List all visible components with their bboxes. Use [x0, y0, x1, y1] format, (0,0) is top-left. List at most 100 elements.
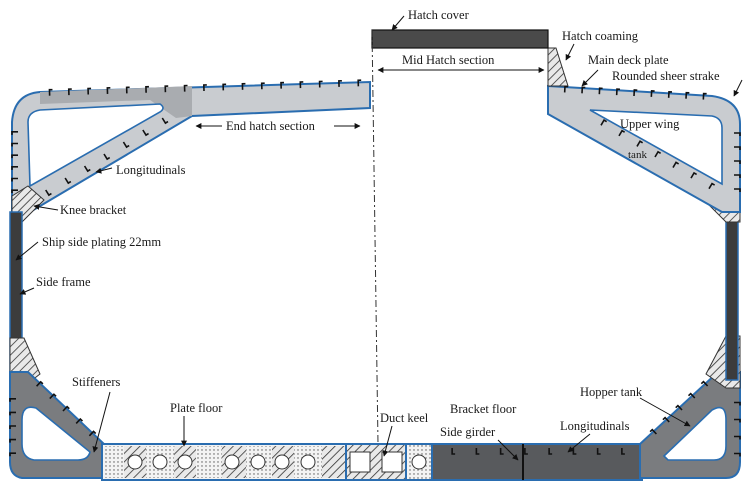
- longitudinal-tick: [734, 146, 741, 150]
- duct-keel-pointer: [382, 425, 393, 457]
- longitudinal-tick: [161, 117, 169, 125]
- side-frame-pointer: [19, 287, 35, 295]
- longitudinal-tick: [9, 411, 16, 416]
- longitudinal-tick: [475, 448, 480, 455]
- right-upper-wing-cutout: [589, 109, 723, 186]
- longitudinal-tick: [708, 182, 716, 190]
- label-longitudinals-lower: Longitudinals: [560, 419, 630, 433]
- longitudinal-tick: [9, 398, 16, 402]
- longitudinal-tick: [734, 132, 741, 136]
- main-deck-pointer: [581, 69, 599, 87]
- longitudinal-tick: [11, 142, 18, 147]
- label-hatch-cover: Hatch cover: [408, 8, 470, 22]
- longitudinal-tick: [685, 91, 690, 99]
- longitudinal-tick: [106, 87, 111, 94]
- label-rounded-sheer-strake: Rounded sheer strake: [612, 69, 720, 83]
- longitudinal-tick: [581, 86, 586, 94]
- longitudinal-tick: [164, 85, 169, 93]
- label-plate-floor: Plate floor: [170, 401, 223, 415]
- longitudinal-tick: [615, 88, 621, 96]
- side-girder-pointer: [497, 439, 519, 461]
- label-ship-side-plating: Ship side plating 22mm: [42, 235, 161, 249]
- longitudinal-tick: [9, 438, 16, 443]
- longitudinal-tick: [690, 171, 698, 179]
- longitudinal-tick: [183, 84, 188, 92]
- left-upper-wing-cutout: [27, 103, 164, 188]
- hopper-tank-pointer: [639, 397, 691, 427]
- longitudinal-tick: [318, 80, 323, 88]
- longitudinals-lower-pointer: [567, 433, 591, 453]
- longitudinals-upper-pointer: [95, 167, 113, 174]
- longitudinal-tick: [654, 150, 662, 158]
- label-duct-keel: Duct keel: [380, 411, 429, 425]
- left-hopper-cutout: [21, 406, 91, 461]
- plate-floor-blocks: [101, 443, 349, 481]
- label-main-deck-plate: Main deck plate: [588, 53, 669, 67]
- longitudinal-tick: [75, 417, 84, 424]
- longitudinal-tick: [734, 435, 741, 440]
- label-stiffeners: Stiffeners: [72, 375, 121, 389]
- hatch-cover-plate: [371, 29, 549, 49]
- longitudinal-tick: [11, 154, 18, 159]
- sheer-strake-pointer: [733, 79, 743, 97]
- longitudinal-tick: [700, 380, 709, 387]
- longitudinal-tick: [48, 88, 53, 96]
- longitudinal-tick: [11, 131, 18, 135]
- longitudinal-tick: [621, 448, 625, 455]
- longitudinal-tick: [36, 380, 44, 387]
- stiffeners-pointer: [92, 391, 111, 453]
- longitudinal-tick: [702, 92, 707, 100]
- hatch-coaming-pointer: [565, 43, 575, 61]
- longitudinal-tick: [618, 129, 626, 137]
- label-hatch-coaming: Hatch coaming: [562, 29, 639, 43]
- longitudinal-tick: [451, 448, 456, 455]
- longitudinal-tick: [338, 79, 342, 87]
- longitudinal-tick: [649, 428, 657, 435]
- longitudinal-tick: [49, 393, 57, 400]
- longitudinal-tick: [598, 87, 603, 95]
- longitudinal-tick: [600, 119, 608, 126]
- longitudinal-tick: [499, 448, 504, 455]
- longitudinal-tick: [9, 425, 16, 429]
- longitudinal-tick: [145, 85, 149, 93]
- longitudinal-tick: [202, 84, 207, 92]
- longitudinal-tick: [222, 83, 227, 91]
- longitudinal-tick: [241, 82, 246, 90]
- longitudinal-tick: [45, 189, 52, 197]
- knee-bracket-pointer: [33, 203, 59, 211]
- longitudinal-tick: [280, 81, 285, 89]
- label-side-girder: Side girder: [440, 425, 496, 439]
- label-tank: tank: [628, 149, 647, 161]
- longitudinal-tick: [633, 89, 638, 97]
- longitudinal-tick: [64, 177, 72, 185]
- longitudinal-tick: [83, 165, 91, 173]
- right-hopper-cutout: [662, 406, 727, 461]
- longitudinal-tick: [11, 166, 18, 170]
- label-bracket-floor: Bracket floor: [450, 402, 517, 416]
- right-double-bottom: [431, 443, 643, 481]
- longitudinal-tick: [62, 405, 70, 412]
- longitudinal-tick: [650, 90, 655, 97]
- longitudinal-tick: [734, 418, 741, 423]
- keel-lightening-hole: [411, 454, 427, 470]
- longitudinal-tick: [667, 90, 673, 98]
- longitudinal-ticks: [9, 79, 741, 457]
- longitudinal-tick: [260, 82, 265, 90]
- label-longitudinals-upper: Longitudinals: [116, 163, 186, 177]
- longitudinal-tick: [11, 177, 18, 182]
- longitudinal-tick: [734, 401, 741, 406]
- longitudinal-tick: [675, 404, 683, 411]
- longitudinal-tick: [88, 430, 97, 437]
- longitudinal-tick: [548, 448, 553, 455]
- longitudinal-tick: [734, 452, 741, 457]
- label-end-hatch-section: End hatch section: [226, 119, 316, 133]
- longitudinal-tick: [662, 416, 670, 423]
- longitudinal-tick: [596, 448, 601, 455]
- longitudinal-tick: [357, 79, 362, 87]
- longitudinal-tick: [299, 81, 304, 89]
- longitudinal-tick: [734, 160, 741, 164]
- label-hopper-tank: Hopper tank: [580, 385, 643, 399]
- longitudinal-tick: [9, 452, 16, 457]
